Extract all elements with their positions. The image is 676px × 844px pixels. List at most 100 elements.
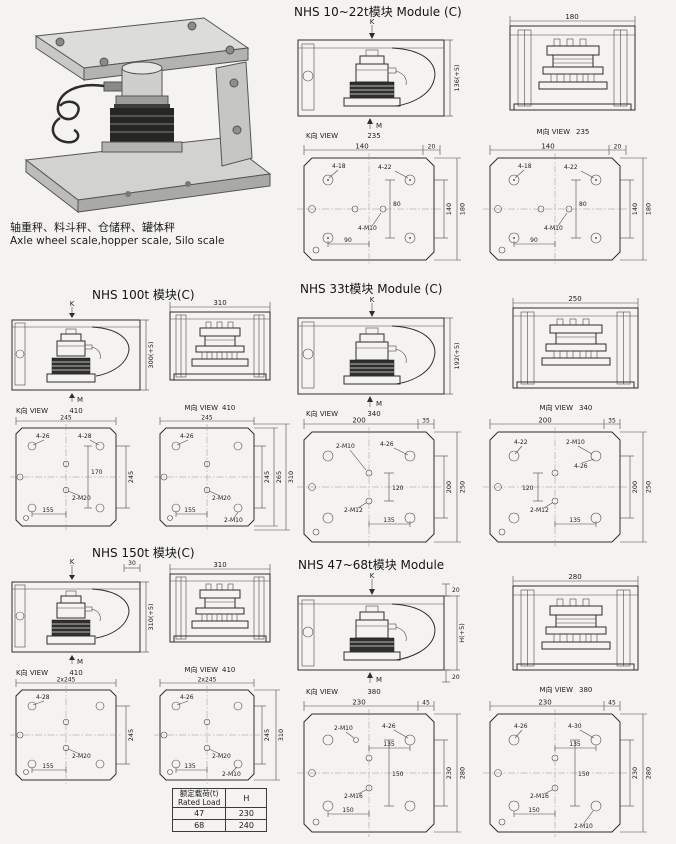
m-direction-arrow: [69, 393, 75, 402]
hole-callout: 4-26: [180, 694, 194, 701]
table-row: 68 240: [171, 819, 268, 832]
hole-callout: 4-M10: [358, 225, 377, 232]
top-dim-label: 310: [213, 299, 226, 307]
module-side-outline: [11, 319, 141, 391]
plate-outline: [303, 713, 435, 833]
corner-dim-label: 20: [614, 144, 622, 151]
right-dim-outer: [434, 157, 461, 261]
callout-leader: [583, 810, 594, 824]
top-dimension: [489, 419, 621, 429]
h-dim-label: 155: [184, 507, 196, 514]
right-dim-label: 200: [445, 481, 453, 493]
height-dimension: [444, 595, 460, 671]
h-dimension: [31, 511, 67, 517]
right-dim-label: 230: [445, 767, 453, 779]
callout-leader: [557, 212, 568, 227]
right-dim-inner: [434, 179, 448, 239]
bottom-dimension: [327, 811, 370, 817]
module-front-outline: [169, 311, 271, 381]
callout-leader: [514, 729, 523, 739]
top-dim-label: 230: [352, 699, 365, 707]
v-dim-label: 80: [579, 201, 587, 208]
view-direction-label: K向 VIEW: [16, 668, 48, 677]
top-dim-label: 200: [352, 417, 365, 425]
photo-bellows: [101, 104, 183, 153]
top-dim-label: 245: [201, 415, 213, 422]
nhs-100t-side-view: K M 300(+5) K向 VIEW 410: [6, 298, 156, 420]
center-holes: [203, 718, 211, 752]
v-dimension: [533, 472, 543, 502]
top-dim-label: 140: [355, 143, 368, 151]
center-holes: [537, 205, 573, 213]
top-dim-label: 280: [568, 573, 581, 581]
view-direction-label: K向 VIEW: [306, 131, 338, 140]
photo-bottom-plate: [24, 137, 272, 214]
k-direction-arrow: [69, 307, 75, 318]
height-dim-label: 300(+5): [147, 341, 155, 368]
rated-load-title-cn: 额定载荷(t): [179, 789, 219, 798]
table-header-row: 额定载荷(t) Rated Load H: [171, 788, 268, 808]
callout-leader: [514, 445, 523, 455]
aux-holes: [494, 769, 506, 826]
v-dim-label: 150: [578, 771, 590, 778]
plate-outline: [489, 713, 621, 833]
hole-callout: 2-M20: [72, 753, 91, 760]
top-dimension: [169, 564, 271, 574]
top-dimension: [303, 701, 435, 711]
centerlines: [483, 427, 627, 547]
load-cell-side: [46, 328, 101, 383]
h-dimension: [327, 241, 370, 247]
v-dim-label: 150: [392, 771, 404, 778]
v-dim-label: 120: [522, 485, 534, 492]
right-dim-label: 200: [631, 481, 639, 493]
hole-callout: 4-26: [382, 723, 396, 730]
top-dim-label: 230: [538, 699, 551, 707]
view-length-label: 380: [579, 686, 592, 694]
right-dim-label: 180: [645, 203, 653, 215]
rated-load-header: 额定载荷(t) Rated Load: [171, 788, 227, 808]
right-dim-inner: [116, 445, 130, 509]
top-dim-label: 245: [60, 415, 72, 422]
caption-cn: 轴重秤、料斗秤、仓储秤、罐体秤: [10, 221, 175, 234]
h-dimension: [31, 767, 67, 773]
module-front-outline: [512, 307, 639, 389]
right-dim-inner: [254, 705, 266, 765]
module-side-outline: [297, 39, 445, 117]
h-dim-label: 155: [42, 763, 54, 770]
hole-callout: 2-M10: [224, 517, 243, 524]
hole-callout: 4-18: [518, 163, 532, 170]
callout-leader: [357, 789, 367, 795]
nhs-150t-plate-k: 2x245 4-28 2-M20 155 245: [6, 676, 148, 792]
plate-outline: [15, 689, 117, 781]
nhs-10-22t-front-view: 180 M向 VIEW 235: [475, 12, 670, 142]
plate-outline: [303, 157, 435, 261]
hole-callout: 4-26: [180, 433, 194, 440]
nhs-33t-side-view: K M 192(+5) K向 VIEW 340: [292, 294, 467, 422]
callout-leader: [514, 169, 525, 179]
top-dim-label: 250: [568, 295, 581, 303]
view-direction-label: K向 VIEW: [306, 409, 338, 418]
h-dimension: [368, 521, 411, 527]
m-direction-label: M: [77, 658, 83, 666]
k-direction-label: K: [370, 572, 375, 580]
nhs-100t-plate-k: 245 4-26 4-28 2-M20 170 155 245: [6, 414, 148, 538]
height-dimension: [140, 581, 149, 653]
centerlines: [297, 427, 441, 547]
h-dimension: [554, 521, 597, 527]
hole-callout: 2-M12: [344, 507, 363, 514]
hole-callout: 4-M10: [544, 225, 563, 232]
aux-holes: [494, 483, 506, 536]
load-cell-side: [46, 590, 101, 645]
right-dim-label: 230: [631, 767, 639, 779]
bottom-dim-label: 150: [342, 807, 354, 814]
center-holes: [365, 754, 373, 792]
plate-outline: [303, 431, 435, 543]
view-length-label: 340: [579, 404, 592, 412]
callout-leader: [67, 748, 81, 755]
right-dim-outer: [434, 713, 461, 833]
v-dim-label: 170: [91, 469, 103, 476]
center-holes: [365, 469, 373, 505]
right-dim-inner: [116, 705, 130, 765]
bottom-right-gap-dimension: [442, 669, 450, 683]
top-right-dim-label: 30: [128, 560, 136, 567]
